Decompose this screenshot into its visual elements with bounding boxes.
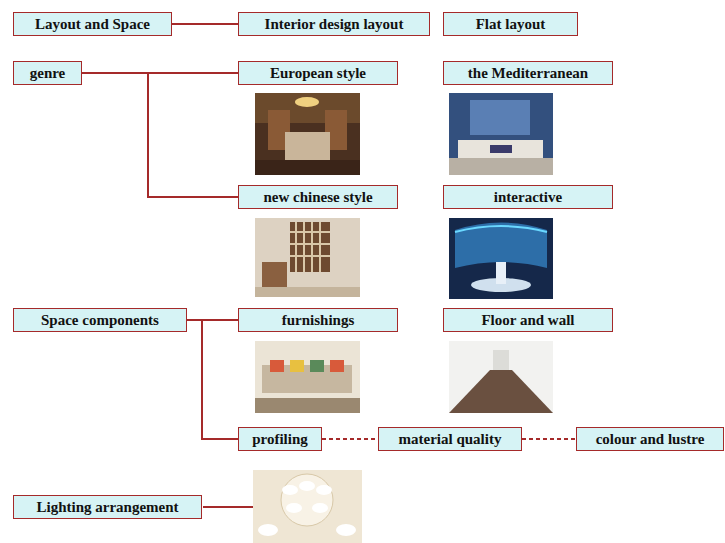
leader-line bbox=[203, 506, 253, 508]
category-box: new chinese style bbox=[238, 185, 398, 209]
category-box: profiling bbox=[238, 427, 322, 451]
category-box: genre bbox=[13, 61, 82, 85]
category-box: Space components bbox=[13, 308, 187, 332]
box-label: Lighting arrangement bbox=[36, 499, 178, 516]
box-label: genre bbox=[30, 65, 66, 82]
box-label: Interior design layout bbox=[265, 16, 404, 33]
box-label: Space components bbox=[41, 312, 159, 329]
box-label: furnishings bbox=[282, 312, 355, 329]
european-photo bbox=[255, 93, 360, 175]
box-label: Floor and wall bbox=[481, 312, 574, 329]
tree-connector bbox=[172, 23, 238, 25]
category-box: interactive bbox=[443, 185, 613, 209]
category-box: Lighting arrangement bbox=[13, 495, 202, 519]
mediterranean-photo bbox=[449, 93, 553, 175]
category-box: Floor and wall bbox=[443, 308, 613, 332]
box-label: colour and lustre bbox=[596, 431, 705, 448]
chinese-photo bbox=[255, 218, 360, 297]
box-label: the Mediterranean bbox=[468, 65, 588, 82]
box-label: new chinese style bbox=[263, 189, 372, 206]
dashed-connector bbox=[322, 438, 378, 440]
category-box: colour and lustre bbox=[576, 427, 724, 451]
category-box: Interior design layout bbox=[238, 12, 430, 36]
box-label: Layout and Space bbox=[35, 16, 150, 33]
lighting-photo bbox=[253, 470, 362, 543]
tree-connector bbox=[82, 73, 238, 197]
interactive-photo bbox=[449, 218, 553, 299]
furnishings-photo bbox=[255, 341, 360, 413]
tree-connector bbox=[187, 320, 238, 439]
category-box: furnishings bbox=[238, 308, 398, 332]
box-label: European style bbox=[270, 65, 366, 82]
box-label: profiling bbox=[252, 431, 308, 448]
dashed-connector bbox=[522, 438, 576, 440]
box-label: interactive bbox=[494, 189, 562, 206]
category-box: the Mediterranean bbox=[443, 61, 613, 85]
box-label: Flat layout bbox=[476, 16, 546, 33]
box-label: material quality bbox=[399, 431, 502, 448]
category-box: European style bbox=[238, 61, 398, 85]
floor-photo bbox=[449, 341, 553, 413]
category-box: Flat layout bbox=[443, 12, 578, 36]
category-box: Layout and Space bbox=[13, 12, 172, 36]
category-box: material quality bbox=[378, 427, 522, 451]
